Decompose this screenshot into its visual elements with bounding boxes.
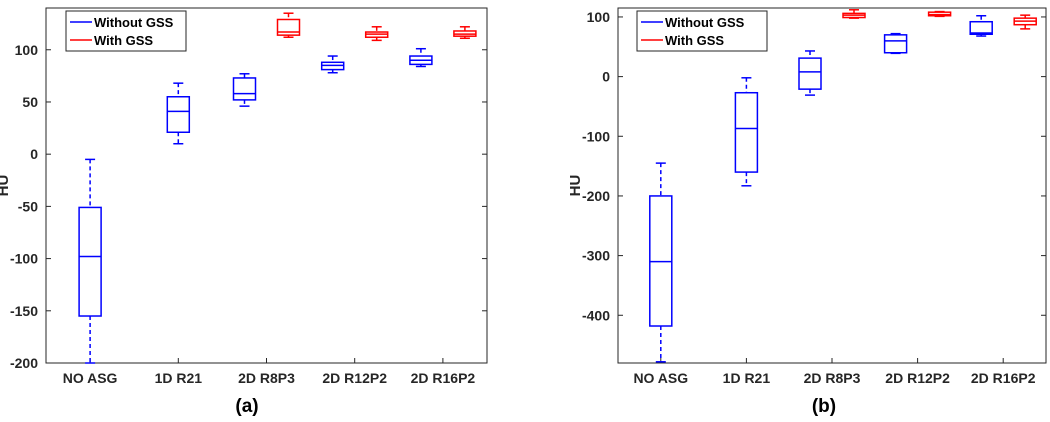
x-tick-label: 2D R12P2	[885, 370, 950, 386]
box-with-gss	[1013, 14, 1037, 30]
y-tick-label: -100	[582, 128, 610, 144]
box-with-gss	[842, 9, 866, 19]
x-tick-label: NO ASG	[633, 370, 688, 386]
x-tick-label: 2D R12P2	[322, 370, 387, 386]
box-with-gss	[453, 26, 477, 40]
legend: Without GSS With GSS	[636, 10, 768, 52]
y-tick-label: 0	[30, 146, 38, 162]
box-without-gss	[734, 77, 759, 187]
box-without-gss	[409, 47, 433, 68]
x-tick-label: 2D R16P2	[971, 370, 1036, 386]
x-tick-label: NO ASG	[63, 370, 118, 386]
legend-box	[636, 10, 768, 52]
x-tick-label: 1D R21	[155, 370, 203, 386]
box-body	[276, 18, 301, 36]
chart-panel-a: -200 -150 -100 -50 0 50 100 NO ASG 1D R21 2D R8P3…	[0, 7, 488, 417]
legend: Without GSS With GSS	[65, 10, 187, 52]
box-without-gss	[649, 162, 673, 363]
y-tick-label: -150	[10, 303, 38, 319]
chart-panel-b: -400 -300 -200 -100 0 100 NO ASG 1D R21 2D R8P3 2…	[525, 0, 1050, 422]
box-with-gss	[364, 26, 389, 42]
legend-label: With GSS	[665, 33, 724, 48]
y-axis-label: HU	[0, 175, 12, 197]
legend-label: With GSS	[94, 33, 153, 48]
y-tick-label: -50	[18, 198, 38, 214]
box-body	[969, 20, 993, 36]
y-tick-label: 100	[587, 9, 611, 25]
legend-box	[65, 10, 187, 52]
box-without-gss	[798, 50, 822, 96]
box-without-gss	[320, 55, 345, 74]
x-tick-label: 2D R8P3	[804, 370, 861, 386]
box-with-gss	[276, 12, 301, 38]
y-tick-label: -400	[582, 307, 610, 323]
y-tick-label: -200	[10, 355, 38, 371]
plot-area	[617, 7, 1047, 364]
x-tick-label: 2D R8P3	[238, 370, 295, 386]
box-body	[798, 57, 822, 90]
box-without-gss	[883, 32, 908, 55]
y-axis-label: HU	[567, 175, 584, 197]
legend-label: Without GSS	[665, 15, 745, 30]
y-tick-label: -300	[582, 248, 610, 264]
box-body	[734, 91, 759, 173]
legend-label: Without GSS	[94, 15, 174, 30]
y-tick-label: 100	[15, 42, 39, 58]
chart-caption-b: (b)	[811, 396, 837, 417]
chart-a: -200 -150 -100 -50 0 50 100 NO ASG 1D R21 2D R8P3…	[0, 7, 488, 386]
box-with-gss	[927, 10, 952, 18]
chart-b: -400 -300 -200 -100 0 100 NO ASG 1D R21 2D R8P3 2…	[567, 7, 1047, 386]
chart-caption-a: (a)	[235, 396, 259, 417]
box-without-gss	[232, 73, 257, 107]
box-body	[166, 96, 191, 133]
box-without-gss	[969, 15, 993, 37]
box-without-gss	[166, 82, 191, 145]
x-tick-label: 2D R16P2	[411, 370, 476, 386]
y-tick-label: 0	[602, 69, 610, 85]
x-tick-label: 1D R21	[723, 370, 771, 386]
y-tick-label: -100	[10, 251, 38, 267]
box-body	[232, 77, 257, 101]
box-body	[883, 34, 908, 54]
box-without-gss	[78, 158, 102, 364]
plot-area	[45, 7, 488, 364]
box-body	[78, 206, 102, 317]
y-tick-label: 50	[22, 94, 38, 110]
y-tick-label: -200	[582, 188, 610, 204]
